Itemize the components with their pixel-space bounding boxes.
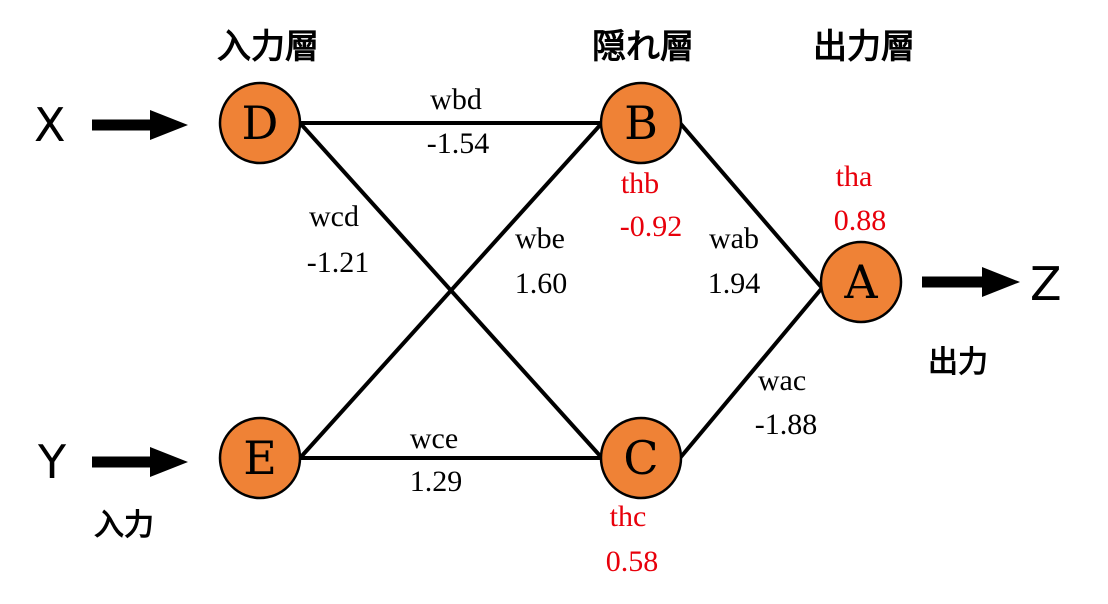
weight-wce-value: 1.29 (410, 465, 463, 498)
output-z-label: Z (1030, 257, 1062, 311)
output-z-arrow-icon (922, 267, 1020, 297)
threshold-thc-name: thc (610, 500, 647, 533)
threshold-thb-name: thb (621, 167, 659, 200)
node-c-label: C (623, 431, 658, 485)
weight-wab-value: 1.94 (708, 267, 761, 300)
node-d: D (218, 81, 302, 165)
node-d-label: D (242, 96, 279, 150)
input-y-arrow-icon (92, 447, 188, 477)
weight-wab-name: wab (709, 222, 759, 255)
node-e-label: E (243, 431, 277, 485)
hidden-layer-title: 隠れ層 (592, 27, 694, 67)
weight-wbd-value: -1.54 (427, 127, 490, 160)
weight-wce-name: wce (410, 422, 458, 455)
input-caption: 入力 (94, 508, 154, 543)
threshold-tha-name: tha (836, 160, 873, 193)
weight-wbd-name: wbd (430, 83, 482, 116)
weight-wcd-value: -1.21 (307, 246, 370, 279)
output-caption: 出力 (928, 345, 988, 380)
threshold-thb-value: -0.92 (620, 210, 683, 243)
edge-e-b (298, 121, 604, 460)
node-b: B (599, 81, 683, 165)
input-x-label: X (34, 98, 66, 152)
weight-wbe-name: wbe (515, 222, 565, 255)
node-b-label: B (624, 96, 658, 150)
weight-wcd-name: wcd (309, 200, 359, 233)
weight-wac-value: -1.88 (755, 408, 818, 441)
edge-b-a (678, 121, 824, 290)
node-a: A (819, 240, 903, 324)
input-x-arrow-icon (92, 110, 188, 140)
weight-wbe-value: 1.60 (515, 267, 568, 300)
node-c: C (599, 416, 683, 500)
threshold-thc-value: 0.58 (606, 545, 659, 578)
node-e: E (218, 416, 302, 500)
threshold-tha-value: 0.88 (834, 204, 887, 237)
output-layer-title: 出力層 (813, 27, 915, 67)
edge-c-a (678, 286, 824, 460)
node-a-label: A (843, 255, 878, 309)
weight-wac-name: wac (758, 364, 806, 397)
input-y-label: Y (37, 435, 67, 489)
input-layer-title: 入力層 (217, 27, 319, 67)
